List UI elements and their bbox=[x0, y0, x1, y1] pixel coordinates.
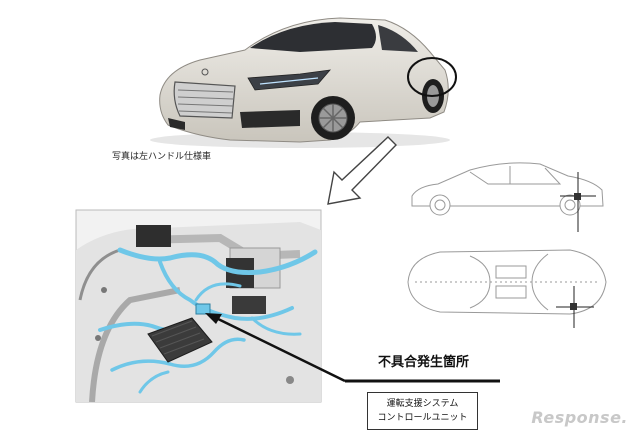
photo-caption: 写真は左ハンドル仕様車 bbox=[112, 152, 212, 162]
car-photo bbox=[150, 17, 457, 148]
defect-location-label: 不具合発生箇所 bbox=[378, 355, 470, 370]
side-view-drawing-icon bbox=[411, 162, 604, 232]
pointer-arrow-icon bbox=[327, 136, 397, 205]
callout-leader bbox=[205, 313, 500, 383]
unit-label-line1: 運転支援システム bbox=[386, 399, 459, 409]
detail-view bbox=[75, 209, 322, 403]
control-unit-label-box: 運転支援システム コントロールユニット bbox=[367, 392, 478, 430]
highlight-circle-icon bbox=[407, 57, 457, 97]
unit-label-line2: コントロールユニット bbox=[377, 413, 468, 423]
response-watermark: Response. bbox=[531, 408, 628, 427]
top-view-drawing-icon bbox=[407, 249, 607, 328]
